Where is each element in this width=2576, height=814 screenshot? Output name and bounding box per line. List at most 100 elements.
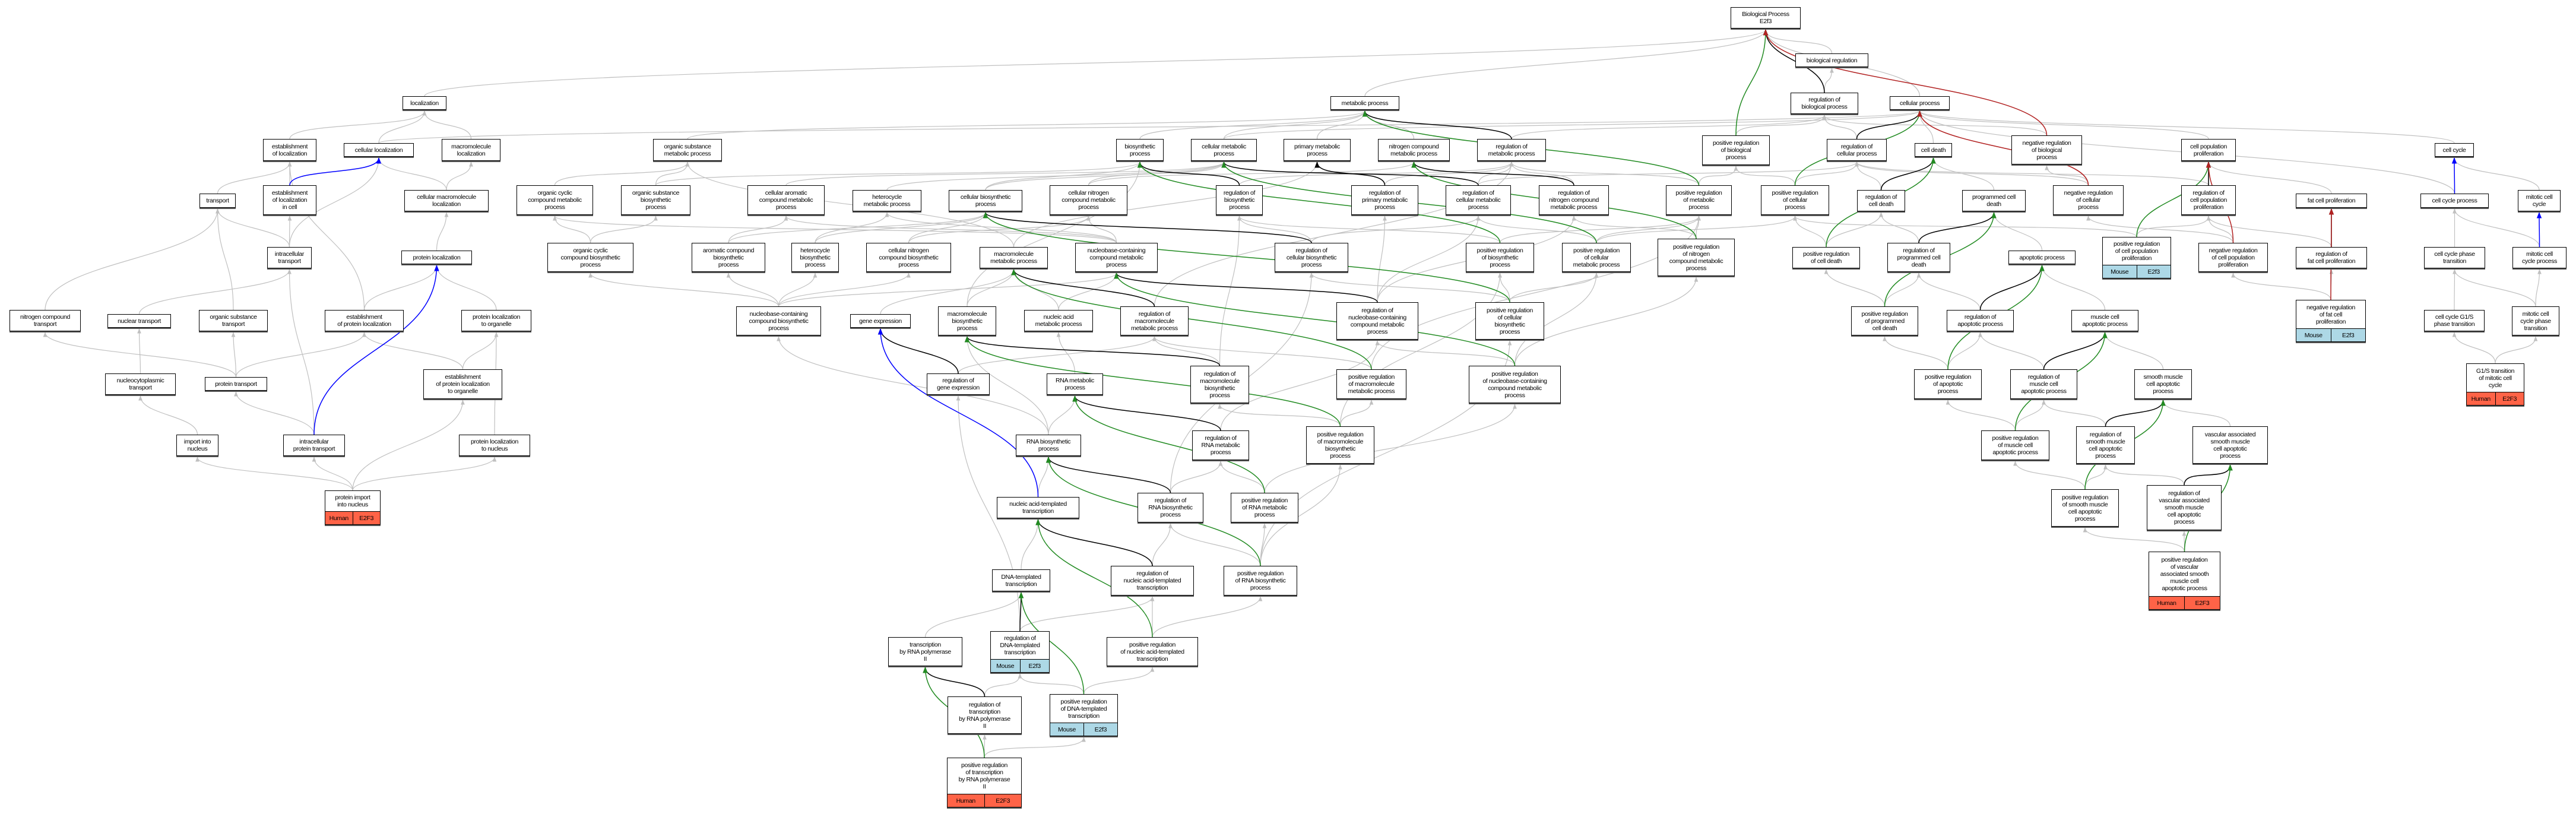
go-term-node[interactable]: macromolecule biosynthetic process <box>938 306 996 335</box>
go-term-node[interactable]: positive regulation of muscle cell apopt… <box>1981 430 2049 460</box>
go-term-node[interactable]: muscle cell apoptotic process <box>2071 310 2138 331</box>
go-term-node[interactable]: DNA-templated transcription <box>992 569 1050 591</box>
go-term-node[interactable]: positive regulation of RNA biosynthetic … <box>1224 566 1297 596</box>
go-term-node[interactable]: cellular metabolic process <box>1191 139 1257 161</box>
go-term-node[interactable]: transport <box>199 194 236 208</box>
go-term-node[interactable]: biosynthetic process <box>1116 139 1164 161</box>
go-term-node[interactable]: regulation of cellular biosynthetic proc… <box>1275 243 1348 272</box>
go-term-node[interactable]: positive regulation of metabolic process <box>1666 185 1732 215</box>
go-term-node[interactable]: metabolic process <box>1330 96 1399 110</box>
go-term-node[interactable]: mitotic cell cycle process <box>2512 247 2567 268</box>
go-term-node[interactable]: positive regulation of cellular process <box>1761 185 1829 215</box>
go-term-node[interactable]: regulation of cellular metabolic process <box>1446 185 1511 215</box>
go-term-node[interactable]: cellular nitrogen compound metabolic pro… <box>1050 185 1127 215</box>
go-term-node[interactable]: regulation of transcription by RNA polym… <box>948 696 1022 734</box>
go-term-node[interactable]: positive regulation of smooth muscle cel… <box>2051 489 2119 527</box>
go-term-node[interactable]: regulation of metabolic process <box>1477 139 1546 161</box>
go-term-node[interactable]: positive regulation of biological proces… <box>1702 135 1770 165</box>
go-term-node[interactable]: positive regulation of cell death <box>1792 247 1860 268</box>
go-term-node[interactable]: RNA biosynthetic process <box>1016 435 1081 456</box>
go-term-node[interactable]: nucleobase-containing compound biosynthe… <box>736 306 821 335</box>
go-term-node[interactable]: protein localization <box>401 251 472 264</box>
go-term-node[interactable]: regulation of cell population proliferat… <box>2181 185 2236 215</box>
go-term-node[interactable]: regulation of fat cell proliferation <box>2296 247 2367 268</box>
go-term-node[interactable]: positive regulation of DNA-templated tra… <box>1050 694 1118 736</box>
go-term-node[interactable]: fat cell proliferation <box>2296 194 2367 208</box>
go-term-node[interactable]: organic substance biosynthetic process <box>621 185 690 215</box>
go-term-node[interactable]: macromolecule metabolic process <box>980 247 1048 268</box>
go-term-node[interactable]: regulation of muscle cell apoptotic proc… <box>2010 369 2077 399</box>
go-term-node[interactable]: regulation of programmed cell death <box>1887 243 1950 272</box>
go-term-node[interactable]: positive regulation of apoptotic process <box>1914 369 1982 399</box>
go-term-node[interactable]: nucleic acid metabolic process <box>1024 310 1093 331</box>
go-term-node[interactable]: establishment of protein localization <box>325 310 404 331</box>
go-term-node[interactable]: cellular nitrogen compound biosynthetic … <box>866 243 951 272</box>
go-term-node[interactable]: regulation of macromolecule biosynthetic… <box>1190 366 1249 403</box>
go-term-node[interactable]: gene expression <box>850 314 911 328</box>
go-term-node[interactable]: cellular aromatic compound metabolic pro… <box>747 185 825 215</box>
go-term-node[interactable]: positive regulation of nucleic acid-temp… <box>1107 637 1198 666</box>
go-term-node[interactable]: regulation of smooth muscle cell apoptot… <box>2076 426 2135 464</box>
go-term-node[interactable]: establishment of localization <box>263 139 316 161</box>
go-term-node[interactable]: transcription by RNA polymerase II <box>888 637 962 666</box>
go-term-node[interactable]: regulation of nucleobase-containing comp… <box>1336 302 1418 340</box>
go-term-node[interactable]: regulation of RNA metabolic process <box>1192 430 1249 460</box>
go-term-node[interactable]: apoptotic process <box>2008 251 2076 264</box>
go-term-node[interactable]: cell death <box>1915 143 1952 157</box>
go-term-node[interactable]: positive regulation of nucleobase-contai… <box>1469 366 1561 403</box>
go-term-node[interactable]: organic cyclic compound metabolic proces… <box>517 185 593 215</box>
go-term-node[interactable]: establishment of protein localization to… <box>423 369 502 399</box>
go-term-node[interactable]: intracellular protein transport <box>283 435 345 456</box>
go-term-node[interactable]: mitotic cell cycle <box>2518 190 2561 211</box>
go-term-node[interactable]: regulation of gene expression <box>927 373 990 395</box>
go-term-node[interactable]: RNA metabolic process <box>1047 373 1103 395</box>
go-term-node[interactable]: cellular localization <box>344 143 414 157</box>
go-term-node[interactable]: establishment of localization in cell <box>263 185 316 215</box>
go-term-node[interactable]: positive regulation of programmed cell d… <box>1851 306 1918 335</box>
go-term-node[interactable]: cellular macromolecule localization <box>404 190 489 211</box>
go-term-node[interactable]: protein transport <box>205 377 267 391</box>
go-term-node[interactable]: regulation of biosynthetic process <box>1216 185 1263 215</box>
go-term-node[interactable]: nitrogen compound transport <box>9 310 81 331</box>
go-term-node[interactable]: vascular associated smooth muscle cell a… <box>2192 426 2268 464</box>
go-term-node[interactable]: positive regulation of vascular associat… <box>2149 552 2220 610</box>
go-term-node[interactable]: cell population proliferation <box>2181 139 2236 161</box>
go-term-node[interactable]: positive regulation of macromolecule met… <box>1336 369 1406 399</box>
go-term-node[interactable]: positive regulation of RNA metabolic pro… <box>1231 493 1298 522</box>
go-term-node[interactable]: regulation of nitrogen compound metaboli… <box>1539 185 1609 215</box>
go-term-node[interactable]: aromatic compound biosynthetic process <box>692 243 765 272</box>
go-term-node[interactable]: localization <box>403 96 446 110</box>
go-term-node[interactable]: protein localization to organelle <box>461 310 531 331</box>
go-term-node[interactable]: regulation of macromolecule metabolic pr… <box>1120 306 1189 335</box>
go-term-node[interactable]: nitrogen compound metabolic process <box>1378 139 1450 161</box>
go-term-node[interactable]: positive regulation of macromolecule bio… <box>1306 426 1374 464</box>
go-term-node[interactable]: negative regulation of cellular process <box>2053 185 2124 215</box>
go-term-node[interactable]: primary metabolic process <box>1284 139 1351 161</box>
go-term-node[interactable]: regulation of cell death <box>1857 190 1905 211</box>
go-term-node[interactable]: regulation of primary metabolic process <box>1351 185 1418 215</box>
go-term-node[interactable]: nucleobase-containing compound metabolic… <box>1075 243 1158 272</box>
go-term-node[interactable]: regulation of DNA-templated transcriptio… <box>990 631 1050 673</box>
go-term-node[interactable]: regulation of biological process <box>1791 93 1858 114</box>
go-term-node[interactable]: cellular biosynthetic process <box>949 190 1022 211</box>
go-term-node[interactable]: biological regulation <box>1795 53 1868 67</box>
go-term-node[interactable]: organic substance metabolic process <box>653 139 722 161</box>
go-term-node[interactable]: cell cycle G1/S phase transition <box>2424 310 2485 331</box>
go-term-node[interactable]: positive regulation of cellular metaboli… <box>1562 243 1631 272</box>
go-term-node[interactable]: positive regulation of nitrogen compound… <box>1658 239 1735 276</box>
go-term-node[interactable]: heterocycle biosynthetic process <box>791 243 839 272</box>
go-term-node[interactable]: Biological Process E2f3 <box>1731 7 1801 28</box>
go-term-node[interactable]: nucleocytoplasmic transport <box>105 373 176 395</box>
go-term-node[interactable]: positive regulation of transcription by … <box>947 758 1022 807</box>
go-term-node[interactable]: regulation of cellular process <box>1827 139 1887 161</box>
go-term-node[interactable]: programmed cell death <box>1962 190 2026 211</box>
go-term-node[interactable]: cell cycle phase transition <box>2424 247 2485 268</box>
go-term-node[interactable]: regulation of vascular associated smooth… <box>2147 485 2222 530</box>
go-term-node[interactable]: import into nucleus <box>176 435 218 456</box>
go-term-node[interactable]: nucleic acid-templated transcription <box>997 497 1079 518</box>
go-term-node[interactable]: organic cyclic compound biosynthetic pro… <box>547 243 633 272</box>
go-term-node[interactable]: regulation of RNA biosynthetic process <box>1138 493 1203 522</box>
go-term-node[interactable]: regulation of nucleic acid-templated tra… <box>1111 566 1194 596</box>
